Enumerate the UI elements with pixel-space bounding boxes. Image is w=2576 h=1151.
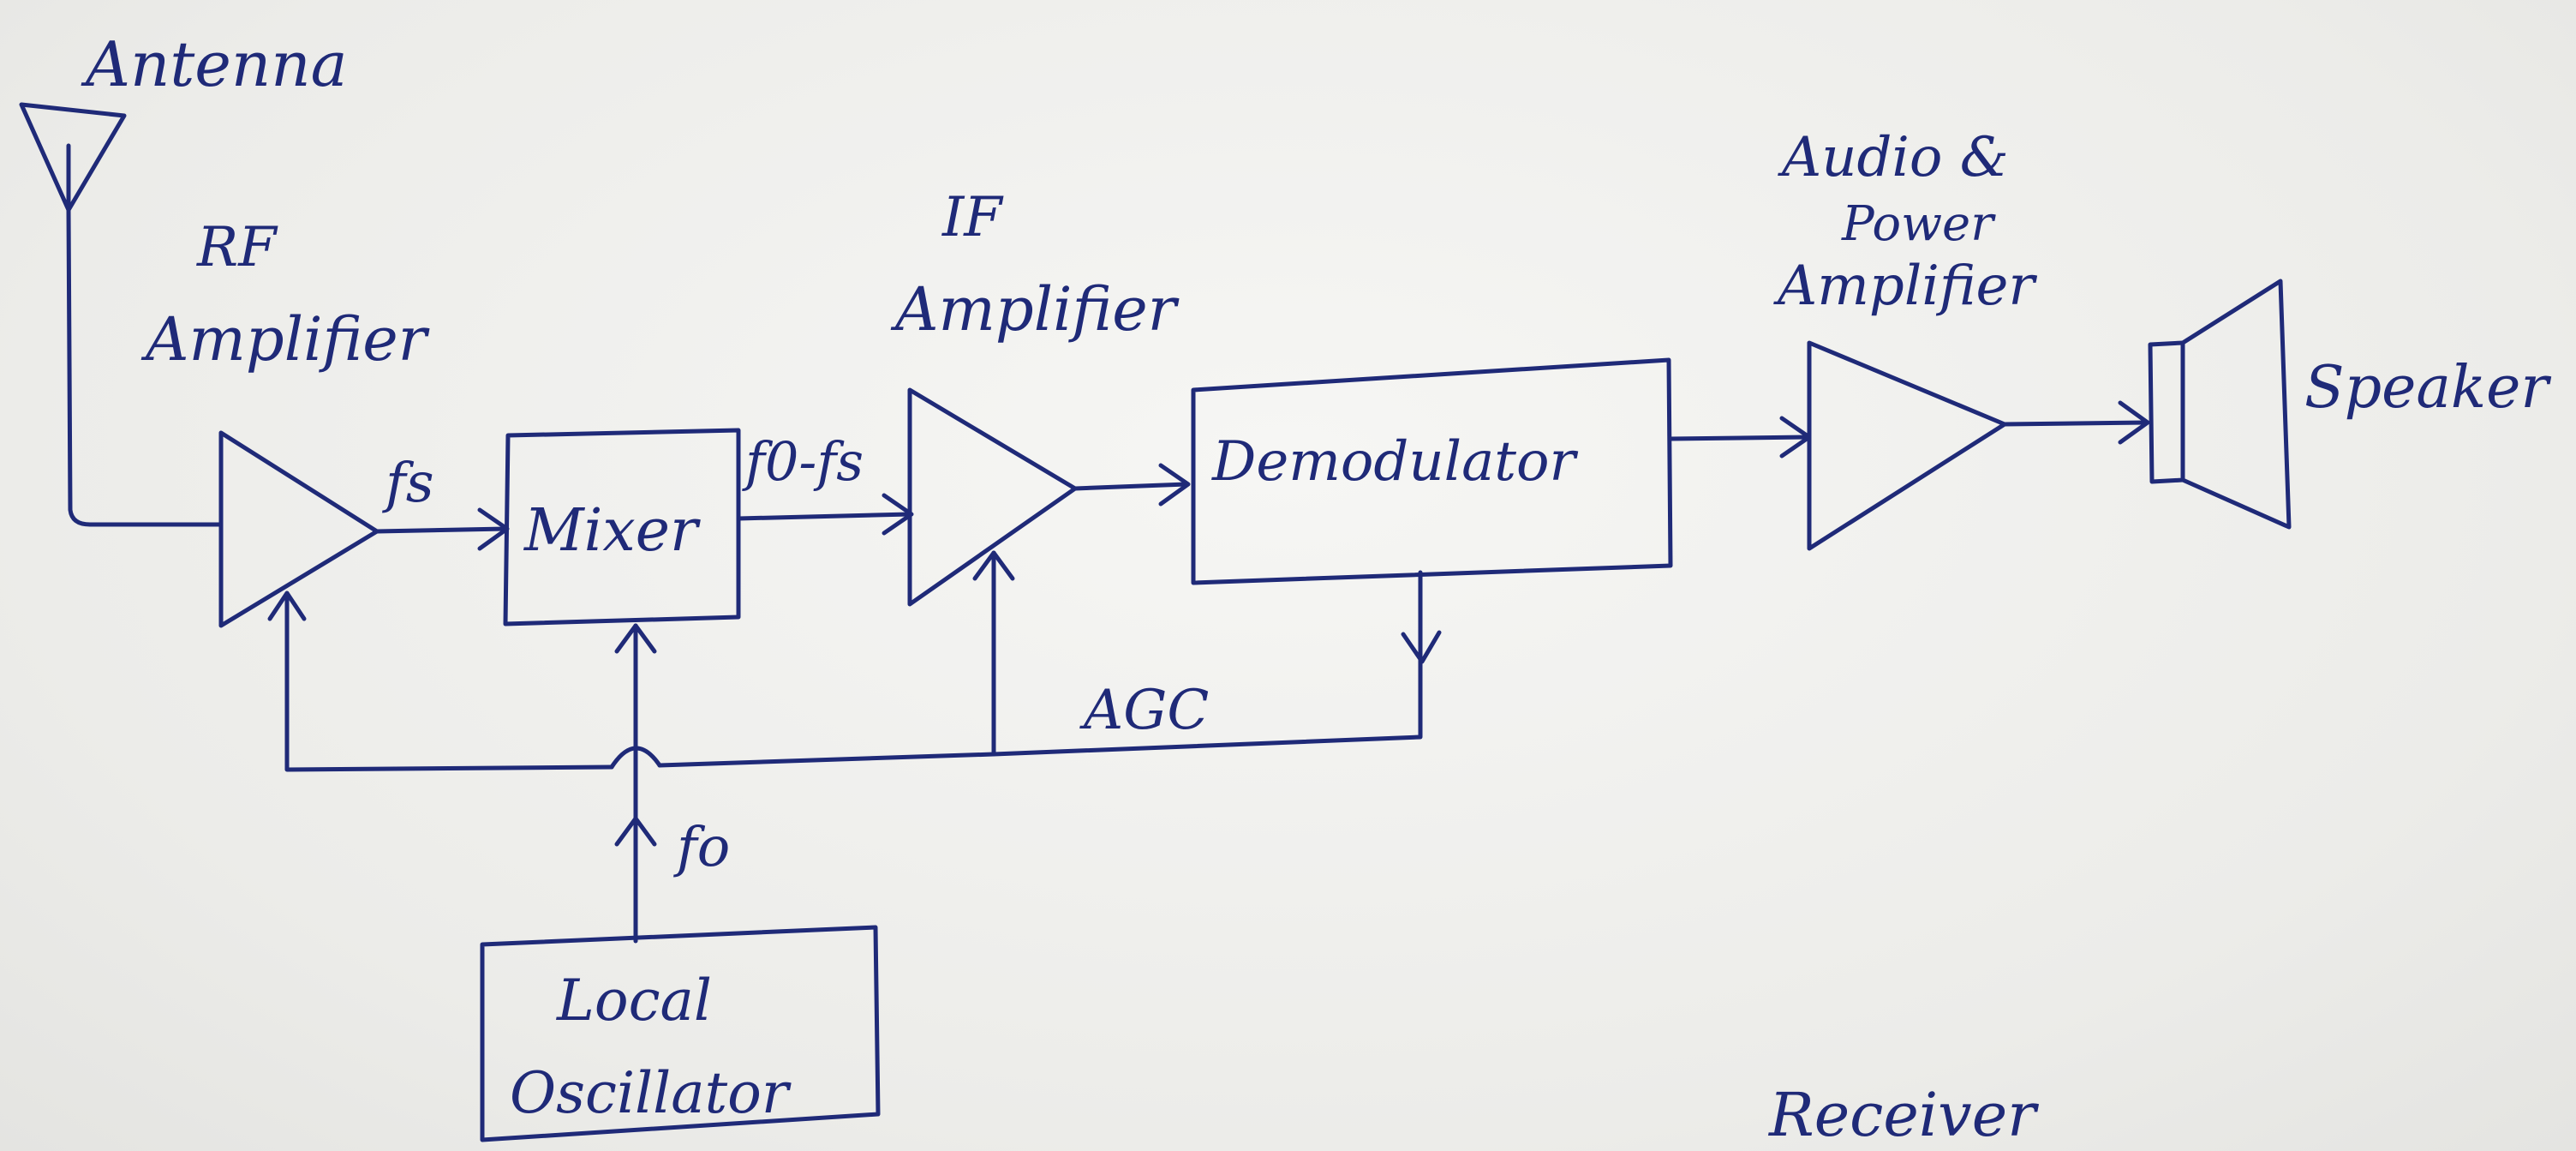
audio-power-amplifier-triangle — [1807, 340, 2007, 551]
mixer-to-if-arrow — [736, 493, 914, 536]
fo-fs-label: f0-fs — [742, 430, 864, 493]
fo-label: fo — [673, 816, 730, 879]
agc-label: AGC — [1079, 679, 1209, 742]
demodulator-box — [1191, 357, 1673, 585]
audio-amplifier-label-line1: Audio & — [1778, 126, 2009, 189]
agc-feedback-line — [267, 550, 1442, 772]
if-amplifier-triangle — [907, 387, 1078, 607]
caption-receiver: Receiver — [1767, 1080, 2039, 1150]
if-amplifier-label-line2: Amplifier — [890, 274, 1180, 345]
audio-amplifier-label-line3: Amplifier — [1773, 255, 2037, 318]
demodulator-label: Demodulator — [1211, 430, 1578, 494]
if-to-demodulator-arrow — [1073, 463, 1191, 507]
antenna-label: Antenna — [81, 28, 348, 100]
speaker-symbol — [2148, 279, 2292, 530]
if-amplifier-label-line1: IF — [941, 186, 1004, 249]
mixer-label: Mixer — [523, 497, 701, 565]
local-oscillator-box — [480, 925, 881, 1142]
rf-amplifier-label-line2: Amplifier — [140, 304, 430, 375]
oscillator-to-mixer-arrow — [614, 623, 657, 944]
audio-amplifier-label-line2: Power — [1841, 196, 1996, 252]
antenna-symbol — [19, 102, 224, 527]
rf-to-mixer-arrow — [374, 507, 510, 551]
fs-label: fs — [382, 452, 434, 515]
local-oscillator-label-line1: Local — [556, 968, 712, 1034]
speaker-label: Speaker — [2304, 354, 2551, 422]
local-oscillator-label-line2: Oscillator — [510, 1060, 792, 1126]
audio-to-speaker-arrow — [2002, 400, 2150, 445]
rf-amplifier-triangle — [218, 430, 380, 628]
mixer-box — [503, 428, 741, 626]
rf-amplifier-label-line1: RF — [196, 216, 278, 279]
demodulator-to-audio-arrow — [1668, 416, 1812, 459]
